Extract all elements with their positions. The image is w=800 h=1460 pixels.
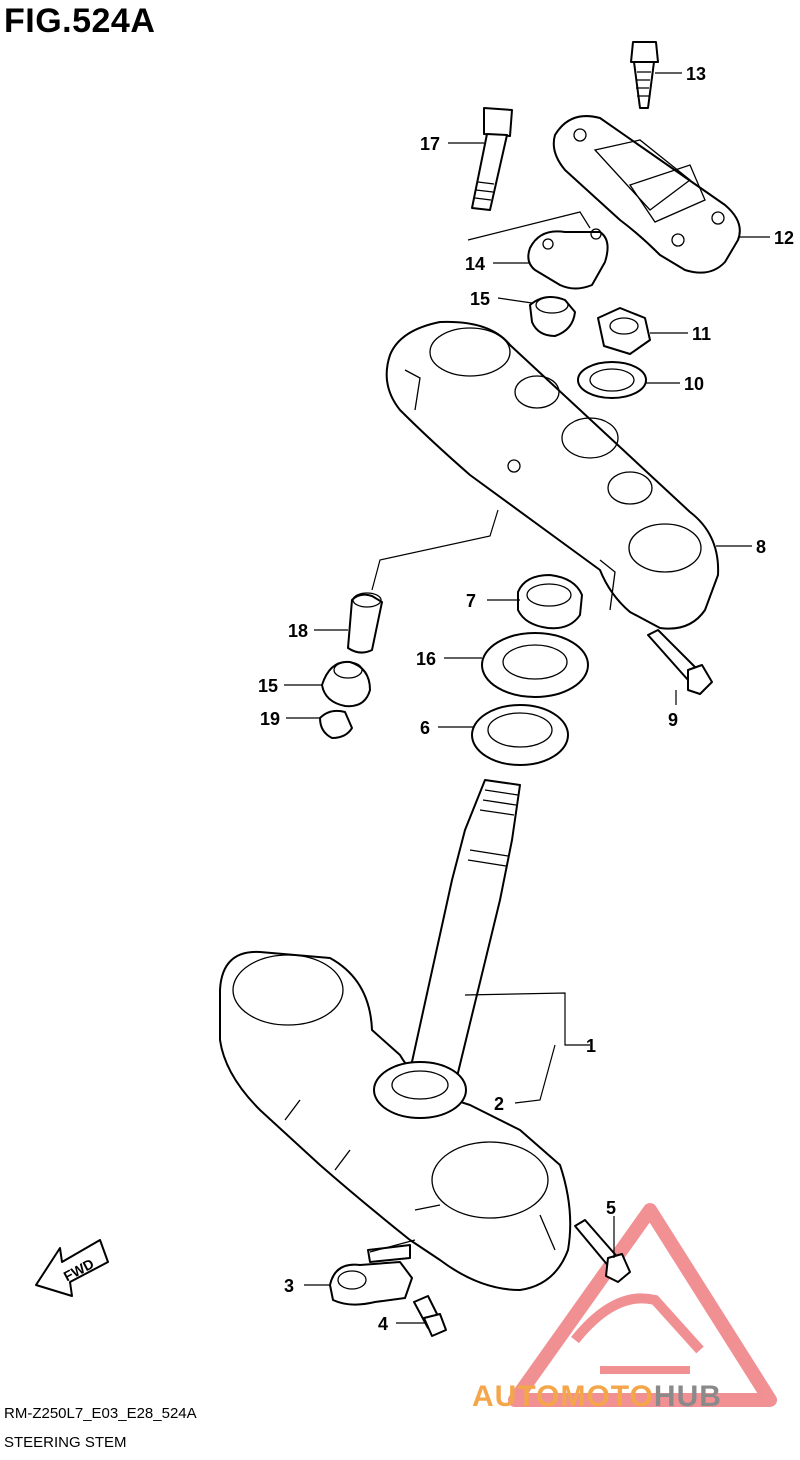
part-1-steering-stem — [219, 779, 572, 1291]
callout-15a: 15 — [470, 289, 490, 309]
figure-title: FIG.524A — [4, 2, 156, 40]
part-14-holder-lower — [527, 228, 609, 290]
leader-lines — [284, 72, 770, 1324]
callout-19: 19 — [260, 709, 280, 729]
callout-11: 11 — [692, 324, 711, 344]
model-code: RM-Z250L7_E03_E28_524A — [4, 1405, 197, 1422]
callout-4: 4 — [378, 1314, 388, 1334]
callout-17: 17 — [420, 134, 440, 154]
part-17-bolt — [471, 107, 513, 211]
figure-caption: STEERING STEM — [4, 1434, 127, 1451]
part-9-bolt — [647, 629, 713, 695]
callout-2: 2 — [494, 1094, 504, 1114]
callout-18: 18 — [288, 621, 308, 641]
callout-3: 3 — [284, 1276, 294, 1296]
callout-8: 8 — [756, 537, 766, 557]
part-19-nut — [319, 709, 353, 739]
callout-7: 7 — [466, 591, 476, 611]
callout-12: 12 — [774, 228, 794, 248]
part-7-lock-nut — [517, 574, 583, 630]
part-6-bearing — [471, 704, 569, 766]
watermark-text-part2: HUB — [653, 1380, 722, 1413]
part-4-bolt — [413, 1295, 447, 1337]
callout-5: 5 — [606, 1198, 616, 1218]
callout-14: 14 — [465, 254, 485, 274]
part-10-washer — [577, 361, 647, 399]
part-3-clamp — [329, 1244, 413, 1306]
part-2-bearing — [373, 1061, 467, 1119]
callout-1: 1 — [586, 1036, 596, 1056]
part-15-cushion-lower — [321, 660, 371, 708]
callout-16: 16 — [416, 649, 436, 669]
part-11-nut — [597, 307, 651, 355]
part-12-handlebar-holder — [552, 115, 741, 274]
part-16-dust-seal — [481, 632, 589, 698]
callout-numbers: 13 17 12 14 15 11 10 8 7 18 16 15 19 9 6… — [258, 64, 794, 1334]
part-5-bolt — [574, 1219, 631, 1283]
part-18-collar — [347, 592, 383, 654]
watermark-text: AUTOMOTOHUB — [472, 1380, 722, 1414]
callout-6: 6 — [420, 718, 430, 738]
callout-15b: 15 — [258, 676, 278, 696]
fwd-arrow: FWD — [35, 1239, 109, 1297]
part-13-bolt — [630, 41, 659, 109]
watermark-logo-triangle — [508, 1203, 777, 1407]
part-15-cushion-upper — [529, 295, 576, 337]
part-8-upper-bracket — [385, 320, 720, 630]
watermark-text-part1: AUTOMOTO — [472, 1380, 654, 1413]
callout-10: 10 — [684, 374, 704, 394]
callout-13: 13 — [686, 64, 706, 84]
callout-9: 9 — [668, 710, 678, 730]
